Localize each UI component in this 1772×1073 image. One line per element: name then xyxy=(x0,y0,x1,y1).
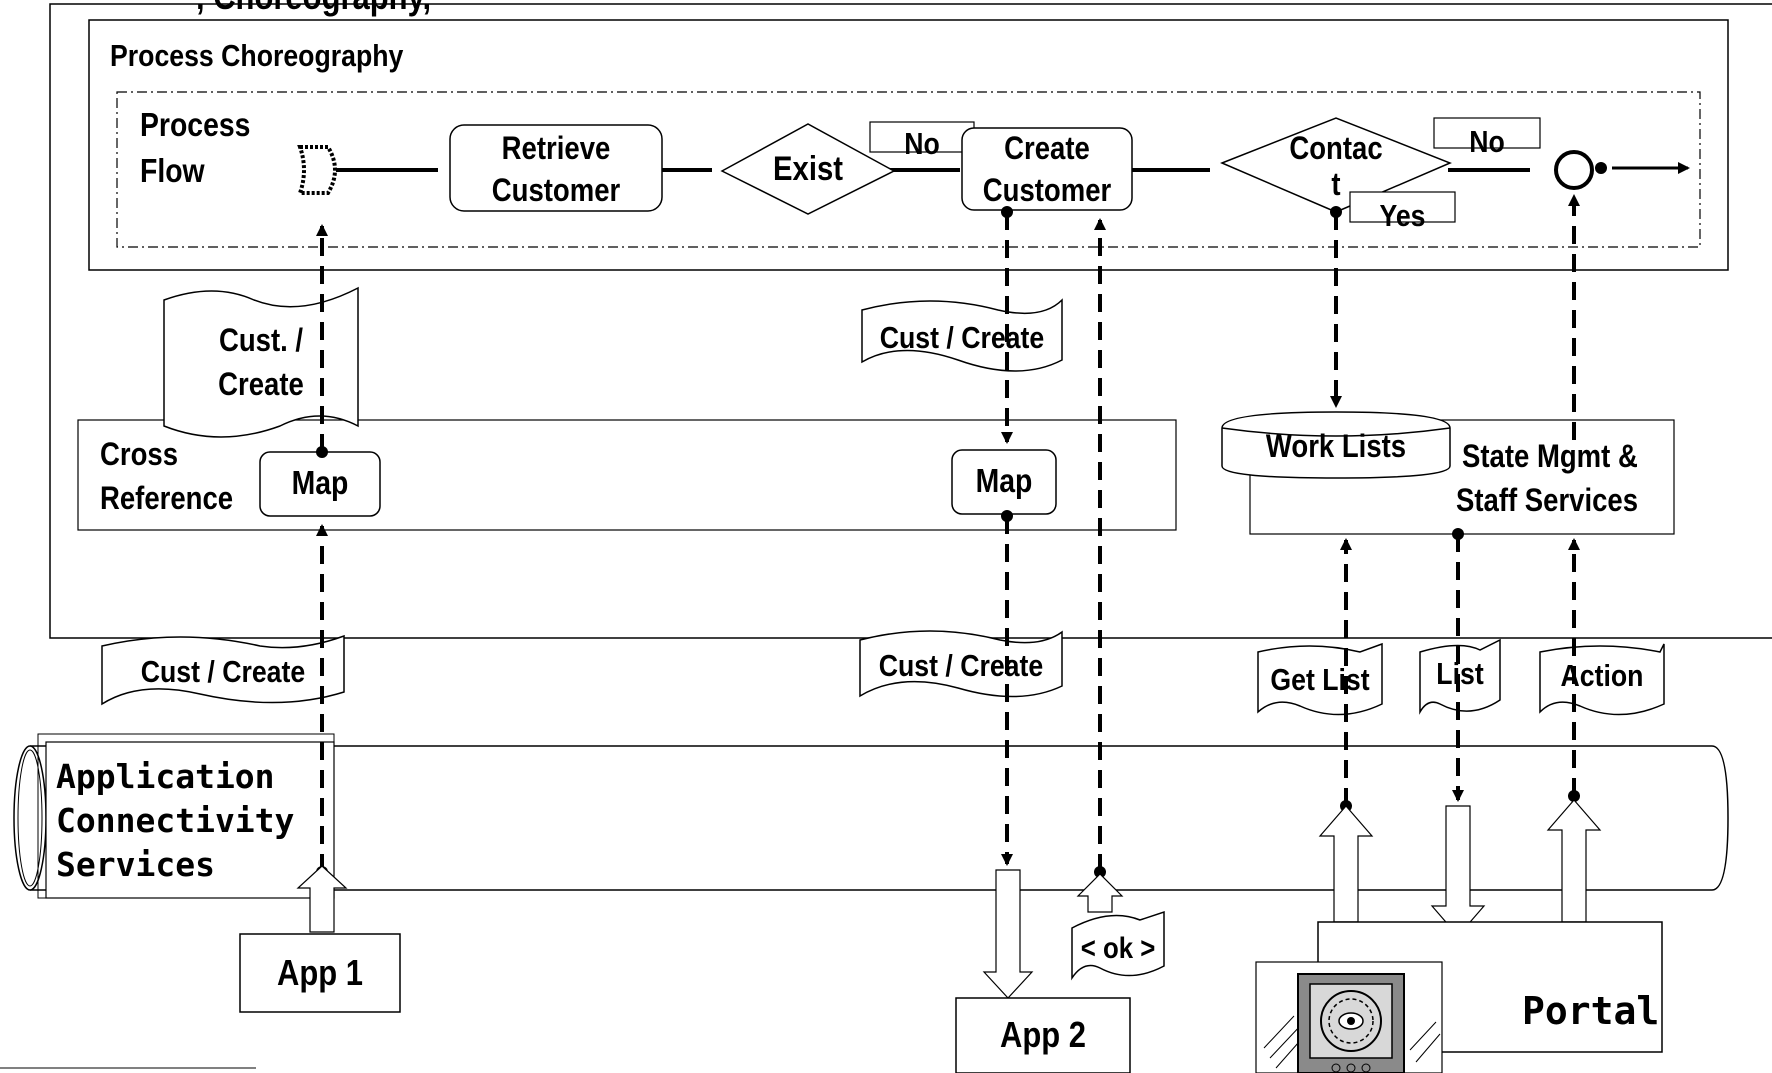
doc-cust-create-right-bottom-label: Cust / Create xyxy=(878,648,1044,683)
dot-map-left xyxy=(316,446,328,458)
exist-decision-diamond xyxy=(720,123,896,215)
yes-label-box xyxy=(1349,191,1456,223)
retrieve-customer-task xyxy=(449,124,663,212)
state-mgmt-label-line2: Staff Services xyxy=(1456,482,1639,518)
block-arrow-action-up xyxy=(1546,799,1602,923)
portal-label[interactable]: Portal xyxy=(1522,989,1660,1033)
work-lists-store xyxy=(1221,411,1451,479)
doc-cust-create-mid xyxy=(861,298,1063,372)
doc-cust-create-left-bottom-label: Cust / Create xyxy=(140,654,306,689)
exist-decision-label: Exist xyxy=(773,150,843,188)
no-label-box-2 xyxy=(1433,117,1541,149)
app1-box xyxy=(239,933,401,1013)
doc-get-list-label: Get List xyxy=(1270,662,1370,697)
block-arrow-getlist-up xyxy=(1318,805,1374,923)
cross-reference-box xyxy=(77,419,1177,531)
state-mgmt-label-line1: State Mgmt & xyxy=(1462,438,1638,474)
app1-label[interactable]: App 1 xyxy=(276,952,363,993)
block-arrow-list-down xyxy=(1430,805,1486,937)
dot-ok xyxy=(1094,866,1106,878)
dot-create-customer xyxy=(1001,206,1013,218)
page-title: , Choreography, xyxy=(196,0,431,17)
work-lists-store-top xyxy=(1221,427,1451,437)
dot-state-list xyxy=(1452,528,1464,540)
doc-ok xyxy=(1071,910,1165,981)
yes-label: Yes xyxy=(1379,198,1426,233)
bus-cylinder-left-cap xyxy=(13,745,47,891)
bus-label-box xyxy=(45,741,335,899)
retrieve-customer-label-line1: Retrieve xyxy=(501,130,611,166)
doc-cust-create-left-bottom xyxy=(101,634,345,706)
no-label-1: No xyxy=(904,126,940,161)
contact-decision-diamond xyxy=(1220,117,1452,213)
contact-decision-label-line2: t xyxy=(1331,166,1341,202)
retrieve-customer-label-line2: Customer xyxy=(491,172,621,208)
process-flow-label-line1: Process xyxy=(140,106,251,143)
bus-cylinder-body xyxy=(30,745,1729,891)
no-label-2: No xyxy=(1469,124,1505,159)
create-customer-label-line2: Customer xyxy=(982,172,1112,208)
block-arrow-app2-down xyxy=(982,869,1034,999)
map-left-label: Map xyxy=(291,464,349,501)
doc-cust-create-mid-label: Cust / Create xyxy=(879,320,1045,355)
dot-contact xyxy=(1330,206,1342,218)
process-flow-label-line2: Flow xyxy=(140,152,205,189)
doc-list-label: List xyxy=(1436,656,1484,691)
doc-action xyxy=(1539,643,1665,716)
process-flow-box xyxy=(116,91,1701,248)
doc-cust-create-right-bottom xyxy=(859,630,1063,698)
create-customer-task xyxy=(961,127,1133,211)
dot-action xyxy=(1568,790,1580,802)
end-event-circle xyxy=(1554,150,1594,190)
bus-cylinder-left-cap-inner xyxy=(17,749,43,887)
bus-label-line1: Application xyxy=(56,757,275,796)
block-arrow-ok-up xyxy=(1076,873,1124,913)
contact-decision-label-line1: Contac xyxy=(1289,130,1383,166)
start-event-symbol xyxy=(297,145,337,195)
cross-reference-label-line1: Cross xyxy=(100,436,179,472)
doc-cust-create-top xyxy=(163,286,359,438)
work-lists-label: Work Lists xyxy=(1265,428,1407,464)
end-event-dot xyxy=(1595,162,1607,174)
map-right-label: Map xyxy=(975,462,1033,499)
doc-get-list xyxy=(1257,642,1383,716)
process-choreography-box xyxy=(88,19,1729,271)
app2-label[interactable]: App 2 xyxy=(999,1014,1086,1055)
block-arrow-app1-up xyxy=(296,865,348,933)
computer-icon xyxy=(1255,961,1443,1073)
process-choreography-title: Process Choreography xyxy=(110,38,404,73)
bus-label-line3: Services xyxy=(56,845,215,884)
bus-label-line2: Connectivity xyxy=(56,801,295,840)
dot-map-right xyxy=(1001,510,1013,522)
doc-cust-create-top-label-line2: Create xyxy=(218,366,304,402)
doc-ok-label: < ok > xyxy=(1080,932,1156,965)
doc-action-label: Action xyxy=(1560,658,1644,693)
doc-cust-create-top-label-line1: Cust. / xyxy=(218,322,304,358)
app2-box xyxy=(955,997,1131,1073)
cross-reference-label-line2: Reference xyxy=(100,480,234,516)
create-customer-label-line1: Create xyxy=(1004,130,1090,166)
bus-label-box-shadow xyxy=(37,733,335,899)
